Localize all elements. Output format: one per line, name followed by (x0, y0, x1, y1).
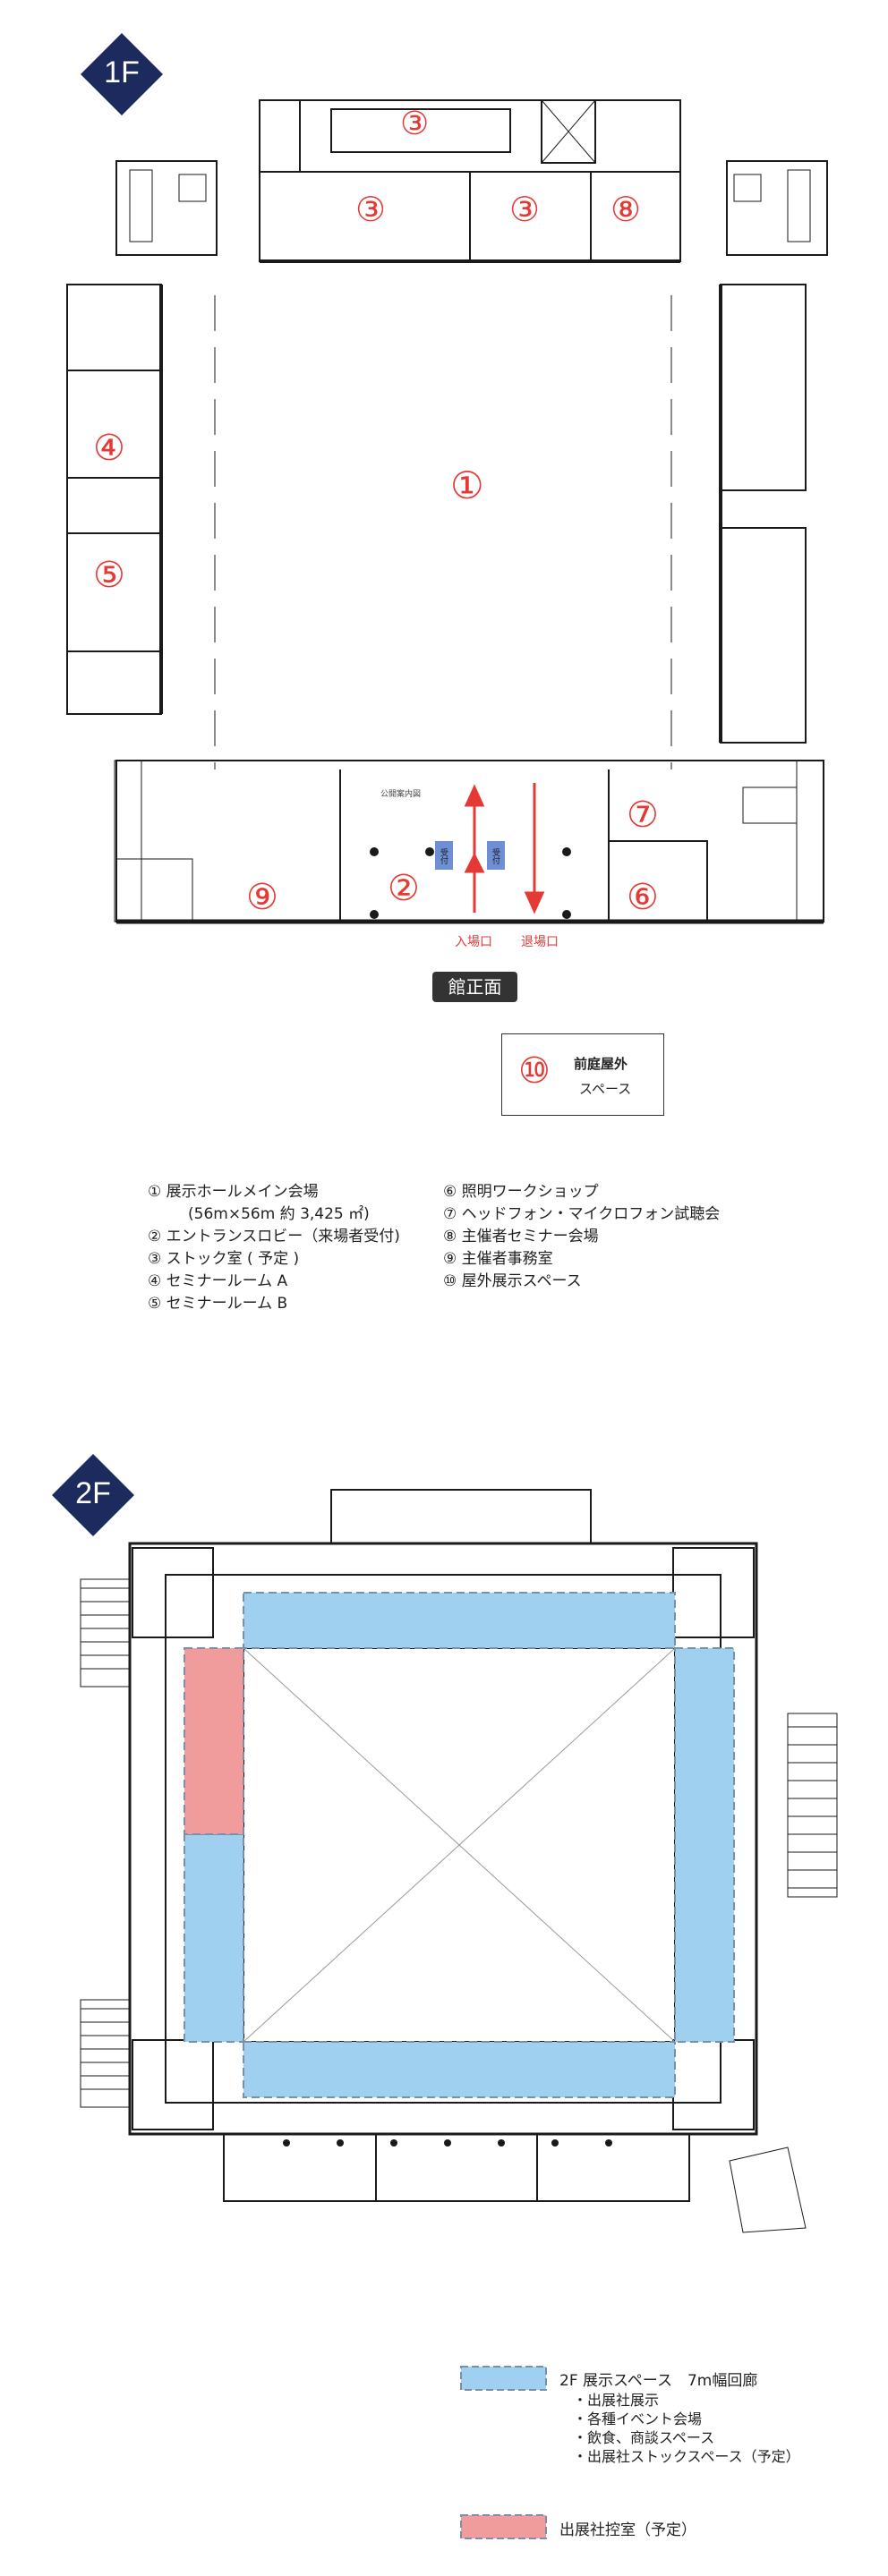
room-3-left: ③ (355, 190, 387, 229)
key-blue-item-4: ・出展社ストックスペース（予定） (573, 2448, 800, 2465)
floor-1-badge-text: 1F (104, 55, 140, 89)
legend-item-1: ① 展示ホールメイン会場 (148, 1183, 319, 1201)
outdoor-space-line2: スペース (579, 1081, 632, 1097)
legend-left: ① 展示ホールメイン会場 (56m×56m 約 3,425 ㎡) ② エントラン… (148, 1181, 400, 1315)
room-1: ① (450, 463, 484, 507)
room-7: ⑦ (627, 795, 659, 836)
key-blue-item-1: ・出展社展示 (573, 2392, 660, 2409)
corridor-top (243, 1592, 676, 1649)
floor-2-columns (283, 2139, 612, 2147)
room-6: ⑥ (627, 877, 659, 918)
reception-label-right: 受付 (491, 848, 500, 864)
exhibitor-waiting-room (184, 1647, 244, 1835)
reception-desk-right (487, 841, 505, 870)
exit-label: 退場口 (521, 935, 559, 949)
room-5: ⑤ (93, 555, 125, 596)
legend-item-8: ⑧ 主催者セミナー会場 (443, 1228, 599, 1245)
corridor-bottom (243, 2041, 676, 2098)
legend-item-5: ⑤ セミナールーム B (148, 1295, 288, 1313)
outdoor-space-number: ⑩ (518, 1050, 551, 1092)
front-label: 館正面 (432, 972, 517, 1002)
room-9: ⑨ (246, 877, 278, 918)
room-4: ④ (93, 428, 125, 469)
badge-diamond-2f (52, 1454, 134, 1536)
room-3-right: ③ (509, 190, 541, 229)
legend-right: ⑥ 照明ワークショップ ⑦ ヘッドフォン・マイクロフォン試聴会 ⑧ 主催者セミナ… (443, 1181, 720, 1293)
entrance-label: 入場口 (455, 935, 492, 949)
badge-diamond-1f (81, 33, 163, 115)
outdoor-space-box: ⑩ 前庭屋外 スペース (501, 1033, 664, 1116)
room-2: ② (388, 868, 420, 909)
room-3-top: ③ (400, 106, 430, 142)
key-pink-title: 出展社控室（予定） (559, 2521, 696, 2539)
room-8: ⑧ (610, 190, 642, 229)
key-blue-item-2: ・各種イベント会場 (573, 2410, 703, 2427)
key-blue-list: ・出展社展示 ・各種イベント会場 ・飲食、商談スペース ・出展社ストックスペース… (573, 2391, 800, 2466)
key-blue-item-3: ・飲食、商談スペース (573, 2429, 715, 2446)
public-guide-label: 公開案内図 (380, 790, 422, 799)
legend-item-3: ③ ストック室 ( 予定 ) (148, 1250, 300, 1268)
legend-item-7: ⑦ ヘッドフォン・マイクロフォン試聴会 (443, 1205, 721, 1223)
floor-2-badge-text: 2F (75, 1476, 111, 1510)
corridor-right (674, 1647, 735, 2043)
key-swatch-blue (460, 2366, 547, 2391)
reception-desk-left (435, 841, 453, 870)
key-blue-title: 2F 展示スペース 7m幅回廊 (559, 2372, 758, 2390)
legend-item-2: ② エントランスロビー（来場者受付) (148, 1228, 400, 1245)
key-swatch-pink (460, 2514, 547, 2539)
legend-item-10: ⑩ 屋外展示スペース (443, 1272, 582, 1290)
legend-item-9: ⑨ 主催者事務室 (443, 1250, 553, 1268)
corridor-left (184, 1833, 244, 2043)
reception-label-left: 受付 (439, 848, 448, 864)
outdoor-space-line1: 前庭屋外 (574, 1056, 628, 1072)
flow-arrows (464, 783, 545, 914)
legend-item-6: ⑥ 照明ワークショップ (443, 1183, 599, 1201)
legend-item-4: ④ セミナールーム A (148, 1272, 288, 1290)
floor-1-plan (66, 99, 828, 924)
floor-1-badge: 1F (81, 33, 163, 115)
floor-2-badge: 2F (52, 1454, 134, 1536)
legend-item-1-detail: (56m×56m 約 3,425 ㎡) (188, 1205, 370, 1223)
